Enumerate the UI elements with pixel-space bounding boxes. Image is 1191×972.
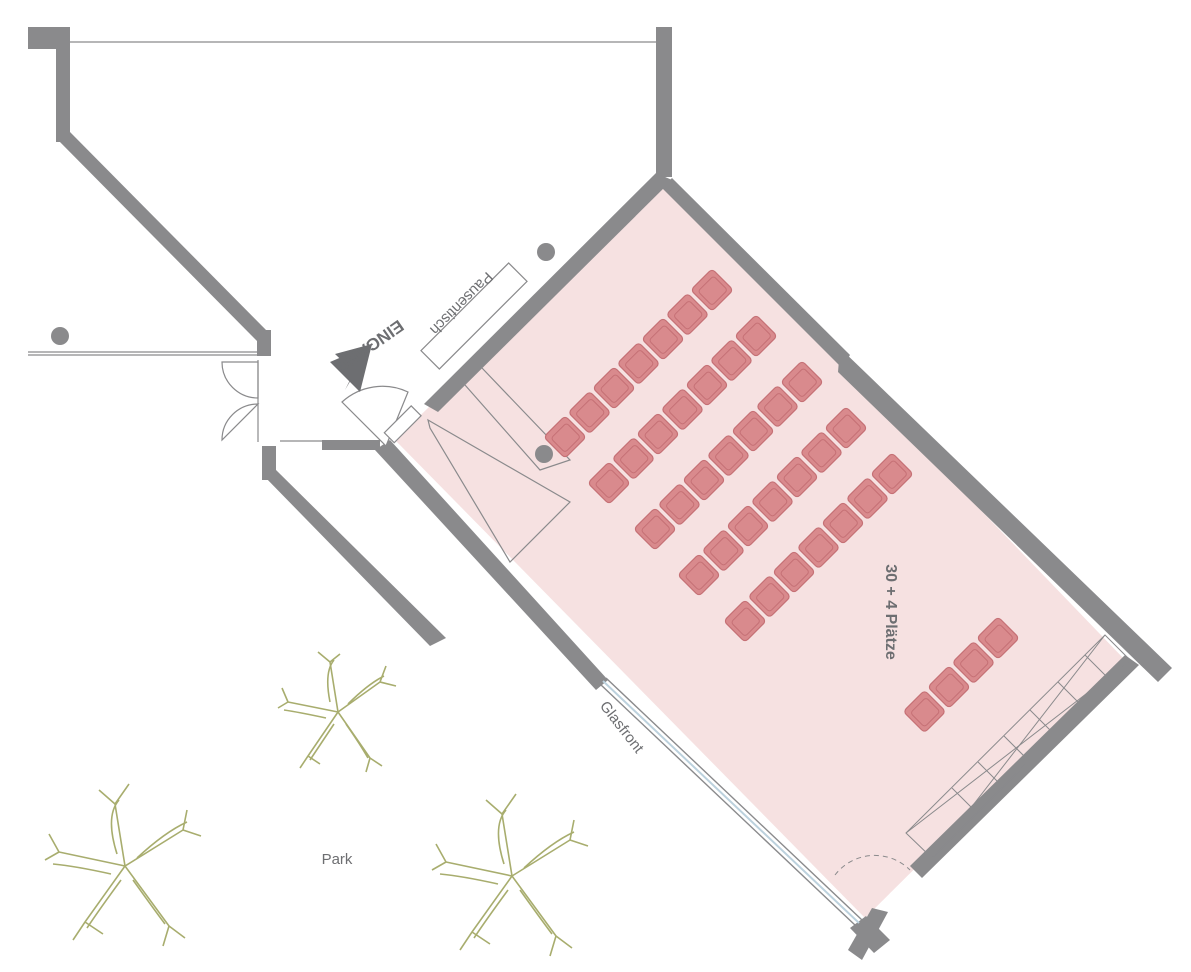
glass-front <box>599 677 863 927</box>
seat <box>776 456 818 498</box>
seat <box>825 407 867 449</box>
seat <box>683 459 725 501</box>
doors <box>221 360 422 448</box>
seat <box>904 691 945 732</box>
seat <box>659 484 700 525</box>
seat <box>724 600 766 642</box>
seat <box>757 386 798 427</box>
seat <box>977 617 1019 659</box>
seat <box>727 505 769 547</box>
seat <box>953 642 994 683</box>
tree-icon <box>44 783 202 947</box>
seat <box>928 666 970 708</box>
storage-cabinet <box>905 634 1131 859</box>
seat <box>544 416 586 458</box>
seat <box>678 554 720 596</box>
tree-icon <box>431 793 589 957</box>
column-marker <box>537 243 555 261</box>
seminar-room-floor <box>395 180 1125 918</box>
seat <box>708 435 749 476</box>
seat <box>569 392 610 433</box>
seat <box>798 527 839 568</box>
seat <box>749 576 790 617</box>
capacity-label: 30 + 4 Plätze <box>882 564 899 660</box>
seat <box>613 438 654 479</box>
break-table <box>420 262 528 370</box>
seat <box>686 364 728 406</box>
seat <box>752 481 793 522</box>
glass-front-label: Glasfront <box>596 698 647 757</box>
seat <box>637 413 679 455</box>
park-label: Park <box>322 851 353 868</box>
seat <box>871 453 913 495</box>
seat <box>732 410 774 452</box>
seat <box>735 315 777 357</box>
seat <box>662 389 703 430</box>
entrance-arrow-head <box>330 344 372 392</box>
seat <box>801 432 842 473</box>
seat <box>593 367 635 409</box>
tree-icon <box>277 651 397 773</box>
seat <box>642 318 684 360</box>
seat <box>703 530 744 571</box>
seat <box>588 462 630 504</box>
seat <box>711 340 752 381</box>
seat <box>667 294 708 335</box>
seat <box>691 269 733 311</box>
plan-thin-lines <box>28 41 660 563</box>
seat <box>773 551 815 593</box>
seat <box>822 502 864 544</box>
column-marker <box>51 327 69 345</box>
entrance-label: EINGANG <box>331 316 407 377</box>
seat <box>847 478 888 519</box>
seat <box>781 361 823 403</box>
seat <box>634 508 676 550</box>
seat-grid <box>544 269 1019 732</box>
seat <box>618 343 659 384</box>
back-door-swing <box>834 854 911 876</box>
column-marker <box>535 445 553 463</box>
